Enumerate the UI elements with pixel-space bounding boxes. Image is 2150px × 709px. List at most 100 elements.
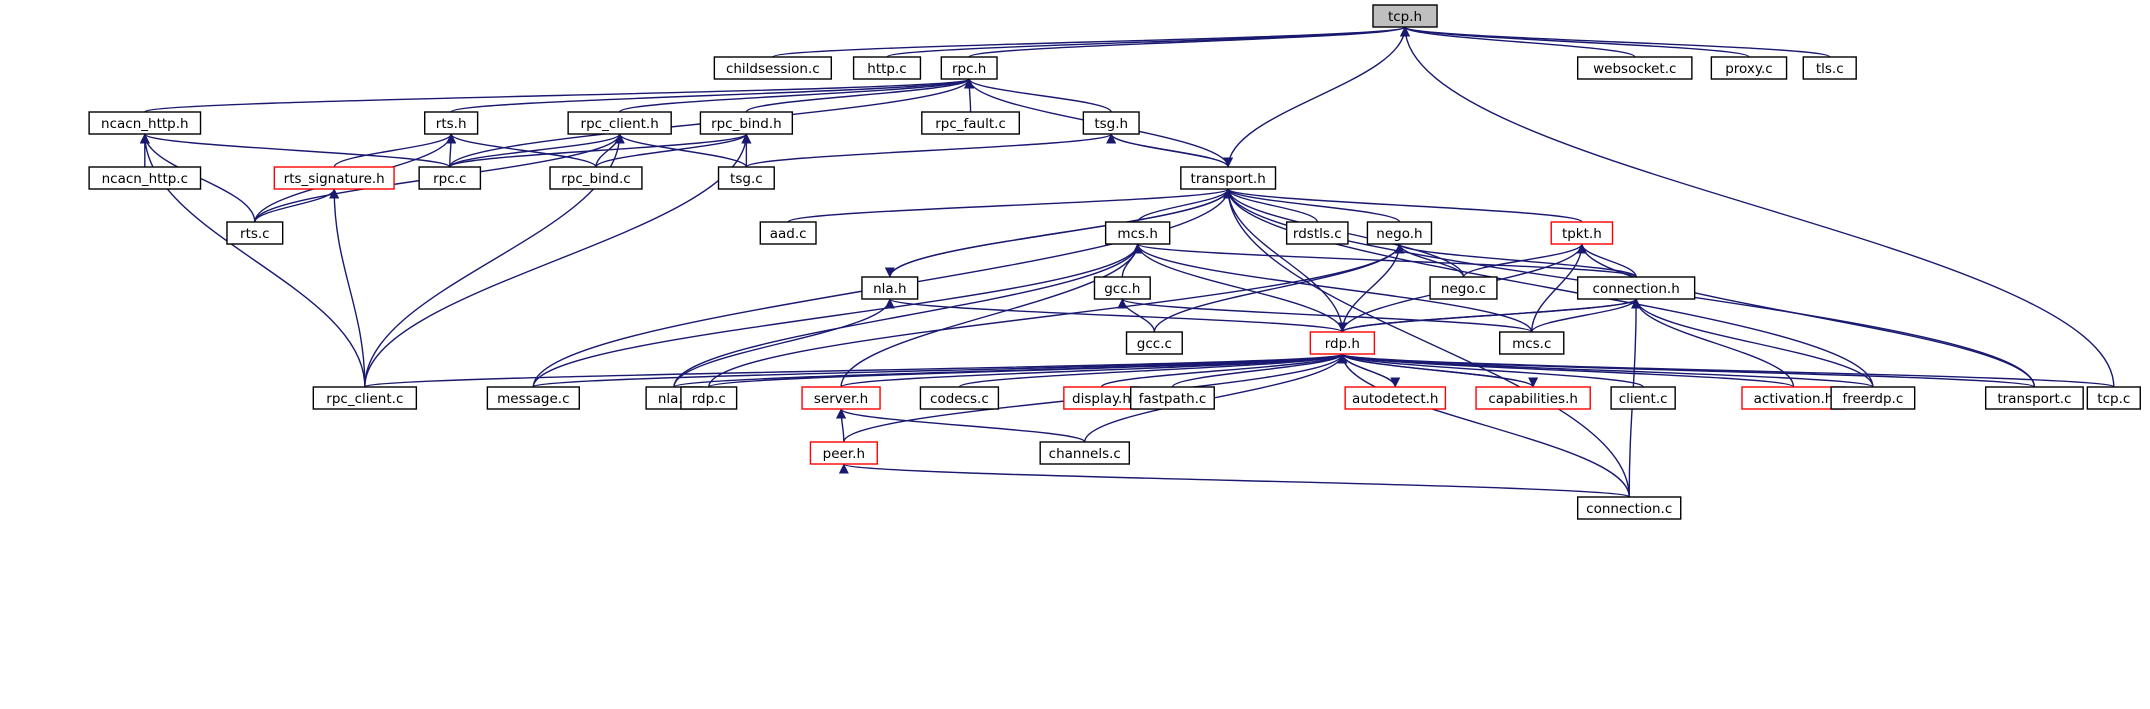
edge-childsession_c-to-tcp_h [772,26,1410,58]
node-nego-c[interactable]: nego.c [1429,276,1498,300]
node-capabilities-h[interactable]: capabilities.h [1475,386,1591,410]
node-box [1499,331,1565,355]
node-codecs-c[interactable]: codecs.c [919,386,1000,410]
node-nego-h[interactable]: nego.h [1366,221,1433,245]
edge-arrow [1337,353,1644,388]
node-box [1710,56,1788,80]
node-rpc-h[interactable]: rpc.h [940,56,998,80]
node-tcp-c[interactable]: tcp.c [2086,386,2141,410]
node-websocket-c[interactable]: websocket.c [1576,56,1693,80]
node-client-c[interactable]: client.c [1610,386,1676,410]
node-freerdp-c[interactable]: freerdp.c [1830,386,1916,410]
node-rpc-client-h[interactable]: rpc_client.h [567,111,672,135]
edge-tcp_c-to-rdp_h [1337,353,2115,388]
node-rts-c[interactable]: rts.c [226,221,284,245]
edge-tpkt_h-to-transport_h [1223,188,1583,223]
edge-arrow [1341,353,1538,388]
node-server-h[interactable]: server.h [801,386,881,410]
node-label: rdp.h [1325,336,1360,352]
node-label: nla.h [873,281,906,297]
node-label: message.c [497,391,569,407]
node-rdp-c[interactable]: rdp.c [680,386,738,410]
node-box [1344,386,1447,410]
node-label: rpc.h [952,61,986,77]
node-tpkt-h[interactable]: tpkt.h [1550,221,1614,245]
edge-arrow [1341,243,1405,333]
edge-rpc_h-to-tcp_h [968,26,1410,58]
node-box [226,221,284,245]
edge-arrow [1110,133,1234,168]
node-peer-h[interactable]: peer.h [809,441,878,465]
node-message-c[interactable]: message.c [486,386,580,410]
node-box [1576,56,1693,80]
node-transport-c[interactable]: transport.c [1984,386,2084,410]
node-ncacn-http-c[interactable]: ncacn_http.c [88,166,202,190]
node-label: transport.c [1997,391,2071,407]
edge-transport_h-to-tcp_h [1227,26,1410,168]
node-activation-h[interactable]: activation.h [1741,386,1846,410]
edge-connection_h-to-nego_h [1394,243,1637,278]
node-label: channels.c [1049,446,1121,462]
node-http-c[interactable]: http.c [852,56,922,80]
edge-arrow [1337,353,1874,388]
node-box [921,111,1021,135]
node-tsg-h[interactable]: tsg.h [1082,111,1140,135]
edge-connection_h-to-mcs_h [1133,243,1637,278]
node-nla-h[interactable]: nla.h [861,276,919,300]
node-tsg-c[interactable]: tsg.c [717,166,775,190]
node-mcs-h[interactable]: mcs.h [1104,221,1171,245]
node-box [680,386,738,410]
node-box [312,386,418,410]
node-tls-c[interactable]: tls.c [1802,56,1857,80]
edge-rpc_bind_c-to-rpc_bind_h [595,133,752,168]
node-rpc-bind-h[interactable]: rpc_bind.h [699,111,794,135]
edge-transport_c-to-rdp_h [1337,353,2036,388]
edge-server_h-to-mcs_h [840,243,1143,388]
node-label: tsg.h [1094,116,1128,132]
node-tcp-h[interactable]: tcp.h [1372,4,1438,28]
node-transport-h[interactable]: transport.h [1180,166,1277,190]
edge-mcs_c-to-gcc_h [1117,298,1533,333]
edge-arrow [532,243,1143,388]
node-rts-signature-h[interactable]: rts_signature.h [273,166,395,190]
edge-arrow [885,298,1344,333]
node-box [88,111,202,135]
edge-arrow [1337,353,2115,388]
edge-connection_c-to-transport_h [1223,188,1630,498]
node-gcc-c[interactable]: gcc.c [1125,331,1183,355]
node-display-h[interactable]: display.h [1063,386,1140,410]
node-box [809,441,878,465]
node-label: tcp.h [1388,9,1422,25]
node-gcc-h[interactable]: gcc.h [1093,276,1151,300]
node-rpc-client-c[interactable]: rpc_client.c [312,386,418,410]
node-box [567,111,672,135]
node-mcs-c[interactable]: mcs.c [1499,331,1565,355]
node-label: rdp.c [692,391,726,407]
edge-nego_h-to-transport_h [1223,188,1401,223]
node-channels-c[interactable]: channels.c [1039,441,1131,465]
node-rts-h[interactable]: rts.h [424,111,479,135]
edge-connection_c-to-peer_h [839,463,1630,498]
node-fastpath-c[interactable]: fastpath.c [1129,386,1215,410]
node-proxy-c[interactable]: proxy.c [1710,56,1788,80]
node-rpc-c[interactable]: rpc.c [418,166,482,190]
node-aad-c[interactable]: aad.c [759,221,817,245]
node-box [1429,276,1498,300]
node-label: tsg.c [730,171,763,187]
node-childsession-c[interactable]: childsession.c [713,56,833,80]
edge-arrow [450,78,974,113]
node-rpc-fault-c[interactable]: rpc_fault.c [921,111,1021,135]
node-connection-c[interactable]: connection.c [1576,496,1682,520]
node-rpc-bind-c[interactable]: rpc_bind.c [549,166,643,190]
edge-rdp_c-to-nego_h [708,243,1405,388]
node-box [919,386,1000,410]
node-box [418,166,482,190]
node-connection-h[interactable]: connection.h [1576,276,1696,300]
edge-arrow [1223,188,1874,388]
node-rdstls-c[interactable]: rdstls.c [1285,221,1349,245]
node-ncacn-http-h[interactable]: ncacn_http.h [88,111,202,135]
node-autodetect-h[interactable]: autodetect.h [1344,386,1447,410]
node-label: tpkt.h [1562,226,1602,242]
node-label: connection.c [1586,501,1672,517]
node-rdp-h[interactable]: rdp.h [1309,331,1376,355]
